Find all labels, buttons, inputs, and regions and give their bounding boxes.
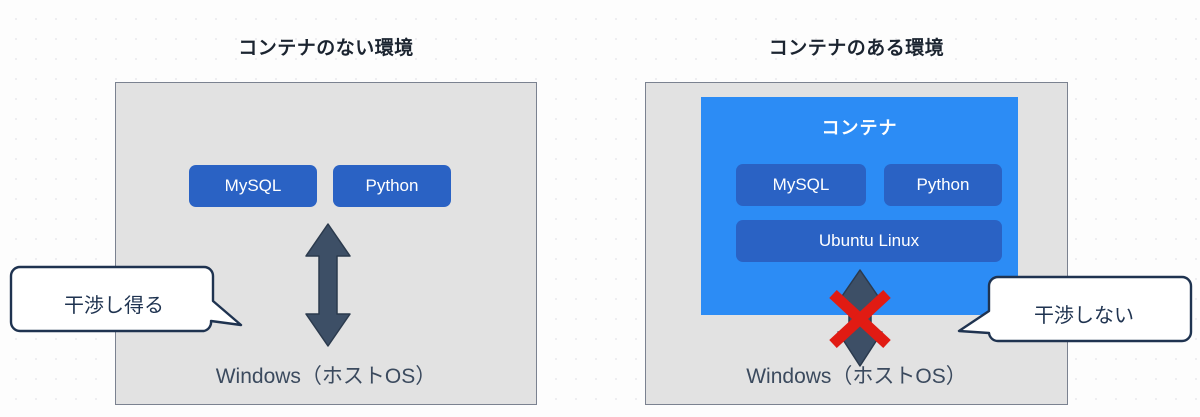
host-os-panel-without-container: MySQL Python Windows（ホストOS） xyxy=(115,82,537,405)
chip-mysql-container: MySQL xyxy=(736,164,866,206)
callout-bubble-no-interference: 干渉しない xyxy=(954,273,1194,357)
chip-python-host: Python xyxy=(333,165,451,207)
container-title-label: コンテナ xyxy=(821,118,898,138)
host-os-label-right: Windows（ホストOS） xyxy=(746,365,967,388)
chip-ubuntu-linux-container: Ubuntu Linux xyxy=(736,220,1002,262)
double-arrow-vertical-blocked-icon xyxy=(823,268,897,368)
panel-title-without-container: コンテナのない環境 xyxy=(238,38,414,59)
host-os-label-left: Windows（ホストOS） xyxy=(215,365,437,388)
red-cross-icon xyxy=(829,289,891,349)
callout-text-left: 干渉し得る xyxy=(64,295,164,317)
chip-python-container: Python xyxy=(884,164,1002,206)
callout-bubble-interference-possible: 干渉し得る xyxy=(8,263,244,347)
callout-text-right: 干渉しない xyxy=(1034,305,1134,327)
double-arrow-vertical-icon xyxy=(298,222,358,348)
panel-title-with-container: コンテナのある環境 xyxy=(768,38,945,59)
chip-mysql-host: MySQL xyxy=(189,165,317,207)
